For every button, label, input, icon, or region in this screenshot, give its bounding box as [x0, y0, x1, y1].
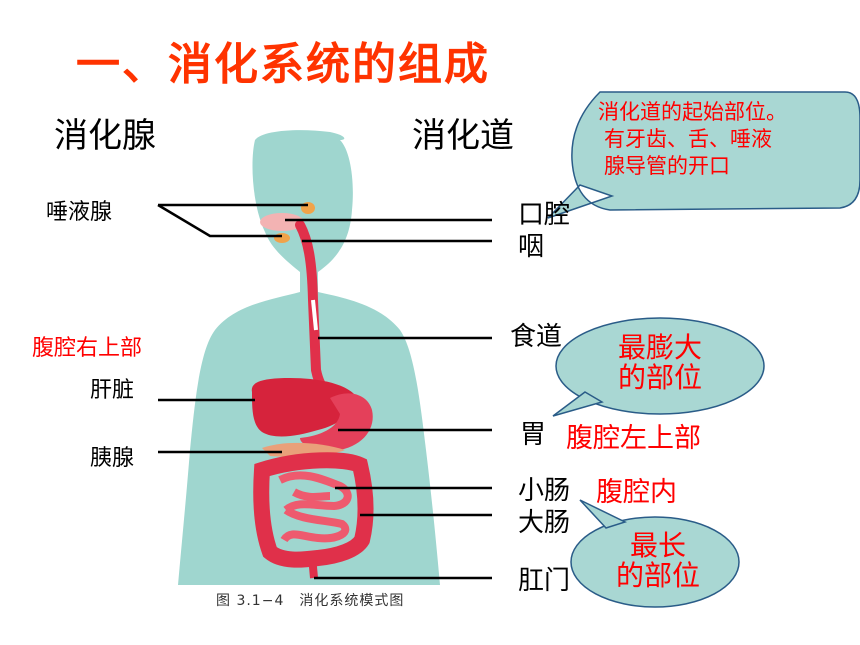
label-anus: 肛门	[518, 566, 571, 596]
gland-leader-lines	[157, 203, 308, 454]
body-silhouette	[178, 140, 440, 585]
header-digestive-tract: 消化道	[412, 116, 514, 156]
callout-mouth-line2: 有牙齿、舌、唾液	[604, 127, 772, 151]
esophagus-highlight	[311, 299, 318, 331]
label-liver: 肝脏	[90, 378, 135, 403]
callout-stomach-line2: 的部位	[617, 361, 702, 394]
label-liver-location: 腹腔右上部	[32, 336, 143, 361]
label-large-intestine: 大肠	[518, 508, 571, 538]
label-small-intestine: 小肠	[518, 476, 571, 506]
callout-mouth-line1: 消化道的起始部位。	[598, 100, 787, 124]
mouth-cavity	[260, 213, 304, 231]
callout-stomach-line1: 最膨大	[617, 331, 702, 364]
page-title: 一、消化系统的组成	[76, 39, 490, 90]
callout-mouth-text: 消化道的起始部位。 有牙齿、舌、唾液 腺导管的开口	[598, 102, 787, 183]
tract-leader-lines	[285, 218, 492, 580]
label-salivary-gland: 唾液腺	[46, 200, 113, 225]
callout-intestine-line1: 最长	[629, 529, 686, 562]
liver	[251, 378, 356, 437]
callout-tail-stomach	[552, 391, 604, 417]
callout-intestine-line2: 的部位	[615, 559, 700, 592]
stomach	[300, 393, 373, 451]
callout-tail-intestine	[579, 499, 628, 529]
callout-bubble-intestine	[570, 516, 740, 608]
label-stomach: 胃	[520, 420, 547, 450]
large-intestine	[253, 452, 374, 568]
small-intestine	[278, 471, 352, 543]
rectum	[308, 555, 318, 579]
label-pharynx: 咽	[518, 232, 545, 262]
label-stomach-location: 腹腔左上部	[566, 423, 701, 454]
label-small-intestine-location: 腹腔内	[596, 477, 677, 508]
label-esophagus: 食道	[510, 322, 563, 352]
header-digestive-glands: 消化腺	[54, 116, 156, 156]
callout-bubble-stomach	[555, 317, 765, 415]
callout-bubble-mouth	[547, 91, 860, 219]
salivary-gland-lower	[274, 233, 290, 243]
label-pancreas: 胰腺	[90, 446, 135, 471]
label-oral-cavity: 口腔	[518, 200, 571, 230]
callout-stomach-text: 最膨大 的部位	[606, 334, 714, 394]
figure-caption: 图 3.1−4 消化系统模式图	[216, 593, 405, 609]
callout-mouth-line3: 腺导管的开口	[604, 154, 730, 178]
callout-intestine-text: 最长 的部位	[606, 532, 710, 592]
head-outline	[255, 130, 345, 140]
